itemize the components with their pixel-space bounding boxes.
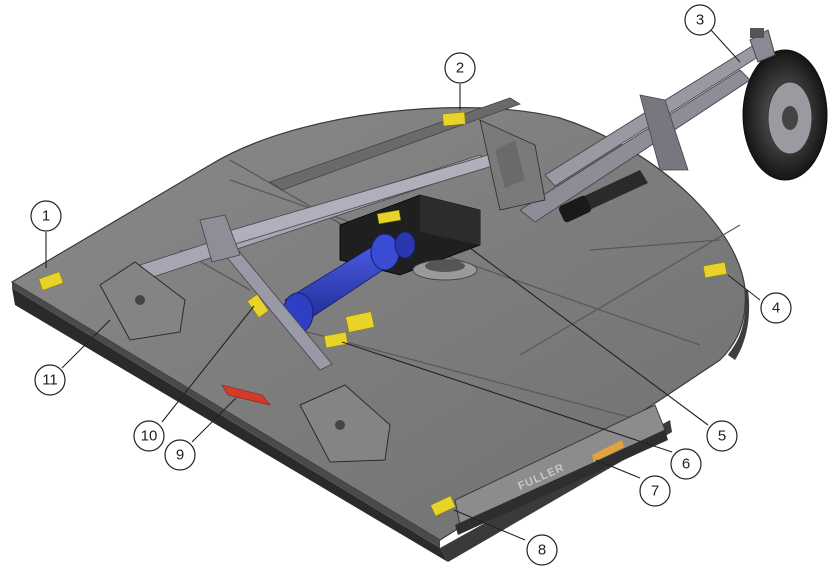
callout-6-label: 6 bbox=[682, 456, 690, 473]
hitch-frame bbox=[139, 149, 513, 371]
callout-3-label: 3 bbox=[696, 12, 704, 29]
callout-7-label: 7 bbox=[651, 483, 659, 500]
deck-rim-edge bbox=[728, 290, 750, 360]
callout-9-label: 9 bbox=[176, 447, 184, 464]
callout-1-label: 1 bbox=[42, 208, 50, 225]
leader-lines bbox=[45, 29, 761, 541]
tail-wheel-boom bbox=[519, 37, 773, 223]
mower-deck bbox=[10, 97, 750, 562]
front-brand-accent bbox=[592, 440, 624, 462]
decal-1 bbox=[38, 271, 64, 291]
callout-11-label: 11 bbox=[42, 372, 58, 389]
callout-2-label: 2 bbox=[456, 60, 464, 77]
callout-4-label: 4 bbox=[772, 300, 780, 317]
callout-10-label: 10 bbox=[141, 428, 158, 445]
decal-5 bbox=[376, 209, 402, 225]
safety-decals bbox=[38, 111, 728, 517]
callout-4: 4 bbox=[760, 292, 792, 324]
callout-8: 8 bbox=[526, 534, 558, 566]
decal-8 bbox=[430, 495, 456, 517]
callout-10: 10 bbox=[133, 420, 165, 452]
callout-6: 6 bbox=[670, 448, 702, 480]
front-guard-shadow bbox=[455, 430, 668, 535]
decal-10 bbox=[246, 293, 270, 319]
tail-wheel bbox=[742, 28, 828, 181]
callout-7: 7 bbox=[639, 475, 671, 507]
callout-5-label: 5 bbox=[718, 428, 726, 445]
deck-front-ledge bbox=[12, 282, 440, 548]
decal-4 bbox=[702, 261, 728, 279]
callout-8-label: 8 bbox=[538, 542, 546, 559]
decal-2 bbox=[442, 111, 466, 127]
callout-5: 5 bbox=[706, 420, 738, 452]
callouts: 1 2 3 4 5 6 7 8 bbox=[30, 4, 792, 566]
callout-2: 2 bbox=[444, 52, 476, 84]
decal-white-plate bbox=[345, 311, 375, 333]
hitch-brackets bbox=[99, 119, 546, 463]
decal-6 bbox=[323, 331, 349, 349]
side-logo-decal bbox=[221, 384, 271, 406]
callout-9: 9 bbox=[164, 439, 196, 471]
callout-3: 3 bbox=[684, 4, 716, 36]
callout-11: 11 bbox=[34, 364, 66, 396]
deck-front-skirt bbox=[12, 288, 448, 562]
callout-1: 1 bbox=[30, 200, 62, 232]
